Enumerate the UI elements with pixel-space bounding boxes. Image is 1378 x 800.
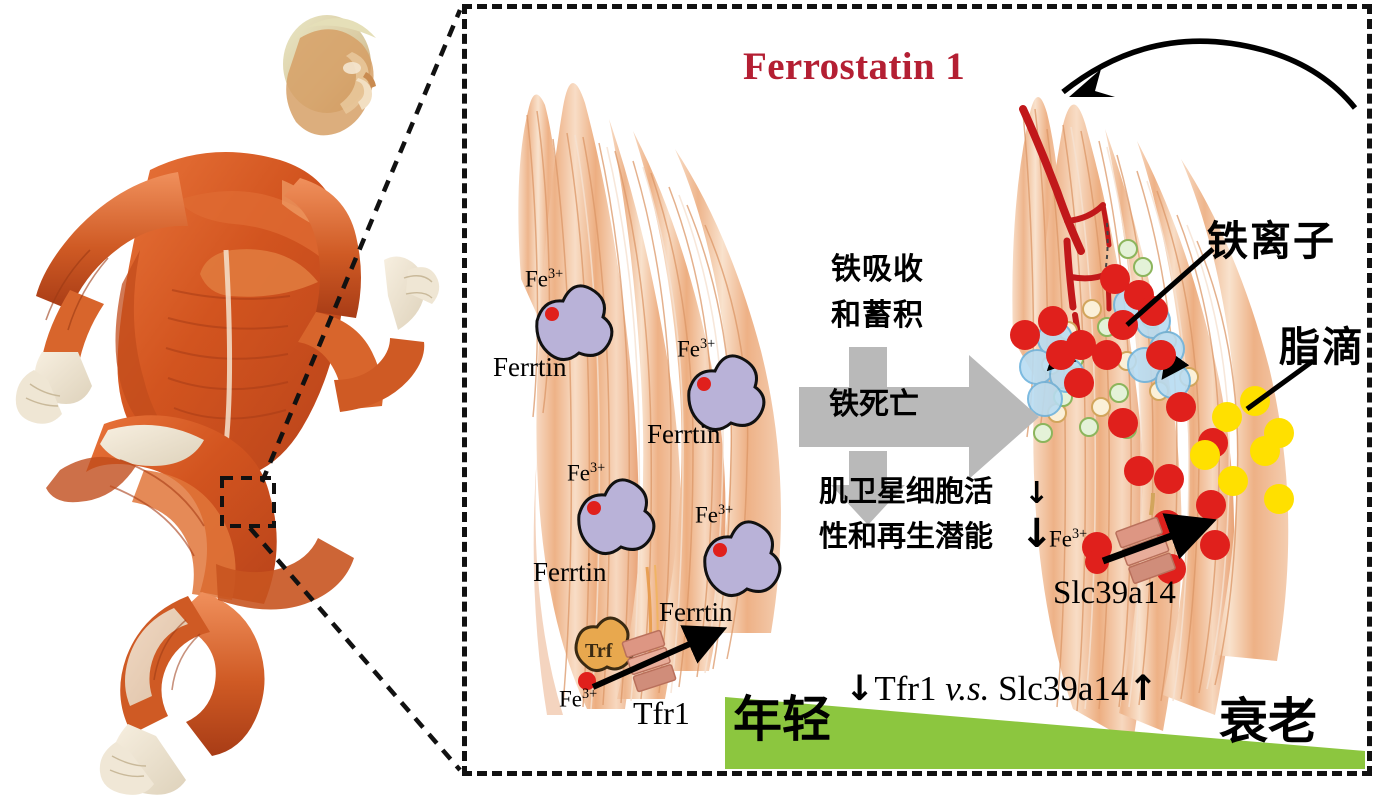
anatomy-knee-lower-leg (99, 592, 265, 795)
ferroptosis-label: 铁死亡 (829, 387, 919, 422)
fe-label-4: Fe3+ (695, 502, 734, 528)
ferrtin-label-1: Ferrtin (493, 352, 567, 382)
ferrtin-blob-2 (687, 354, 766, 431)
schematic-panel: Ferrostatin 1 Fe3+ Ferrtin Fe3+ Ferrtin … (462, 4, 1372, 776)
iron-uptake-line2: 和蓄积 (831, 298, 924, 333)
callout-box-on-leg (220, 476, 276, 528)
satellite-decline-line2: 性和再生潜能 (819, 519, 994, 553)
iron-uptake-line1: 铁吸收 (831, 252, 924, 287)
tfr1-gene-label: Tfr1 (874, 669, 937, 708)
vs-label: v.s. (945, 669, 990, 708)
callout-leader-lines (248, 9, 462, 772)
iron-ion-annotation: 铁离子 (1207, 217, 1336, 265)
slc39a14-label: Slc39a14 (1053, 575, 1176, 611)
trf-iron-dot (578, 672, 596, 690)
ferrostatin-curved-arrow (1061, 38, 1358, 110)
lipid-leader (1245, 358, 1315, 412)
satellite-decline-line1: 肌卫星细胞活 (819, 474, 994, 508)
ferrtin-blob-4 (703, 520, 782, 597)
center-gray-arrows (799, 347, 1039, 525)
ferrtin-blob-1 (535, 284, 614, 361)
down-arrow-bottom (831, 451, 905, 525)
lipid-droplet-annotation: 脂滴 (1279, 323, 1365, 371)
tfr1-down-glyph: ↓ (845, 669, 875, 709)
slc39a14-transporter (1115, 492, 1176, 584)
slc39a14-gene-label: Slc39a14 (998, 669, 1129, 708)
anatomy-back-arm (15, 172, 188, 424)
anatomy-front-arm (284, 178, 440, 412)
satellite-decline-arrow-small: ↓ (1024, 476, 1050, 511)
ferrtin-label-4: Ferrtin (659, 597, 733, 627)
schematic-graphics (518, 38, 1365, 769)
right-arrow-ferroptosis (799, 355, 1039, 479)
ferrtin-label-2: Ferrtin (647, 419, 721, 449)
ferrtin-blob-3 (577, 478, 656, 555)
fe-label-2: Fe3+ (677, 336, 716, 362)
satellite-decline-arrow-big: ↓ (1020, 511, 1054, 557)
anatomy-head (283, 15, 376, 136)
fe-label-3: Fe3+ (567, 460, 606, 486)
ferrtin-label-3: Ferrtin (533, 557, 607, 587)
anatomy-rear-leg (216, 538, 354, 610)
bottom-comparison-line: ↓Tfr1 v.s. Slc39a14↑ (845, 671, 1158, 707)
aging-label: 衰老 (1219, 693, 1318, 750)
ferrostatin-title: Ferrostatin 1 (743, 45, 966, 88)
ferrostatin-arrowhead (1069, 69, 1115, 97)
lipid-droplet-dots (1190, 386, 1294, 514)
anatomy-hip-thigh (46, 415, 277, 604)
fe-label-slc: Fe3+ (1049, 526, 1088, 552)
tfr1-label: Tfr1 (633, 695, 690, 731)
slc39a14-uptake-arrow (1101, 513, 1217, 565)
fe-label-1: Fe3+ (525, 266, 564, 292)
tfr1-uptake-arrow (591, 625, 728, 690)
iron-ion-leader (1125, 247, 1215, 327)
running-human-anatomy-illustration (15, 9, 462, 795)
slc39a14-iron-dot (1085, 550, 1109, 574)
vessel-dashed-path (1104, 222, 1109, 274)
slc39a14-up-glyph: ↑ (1128, 669, 1158, 709)
young-label: 年轻 (733, 691, 832, 748)
age-gradient-wedge (725, 697, 1365, 769)
trf-label: Trf (585, 640, 613, 662)
fe-label-trf: Fe3+ (559, 686, 598, 712)
